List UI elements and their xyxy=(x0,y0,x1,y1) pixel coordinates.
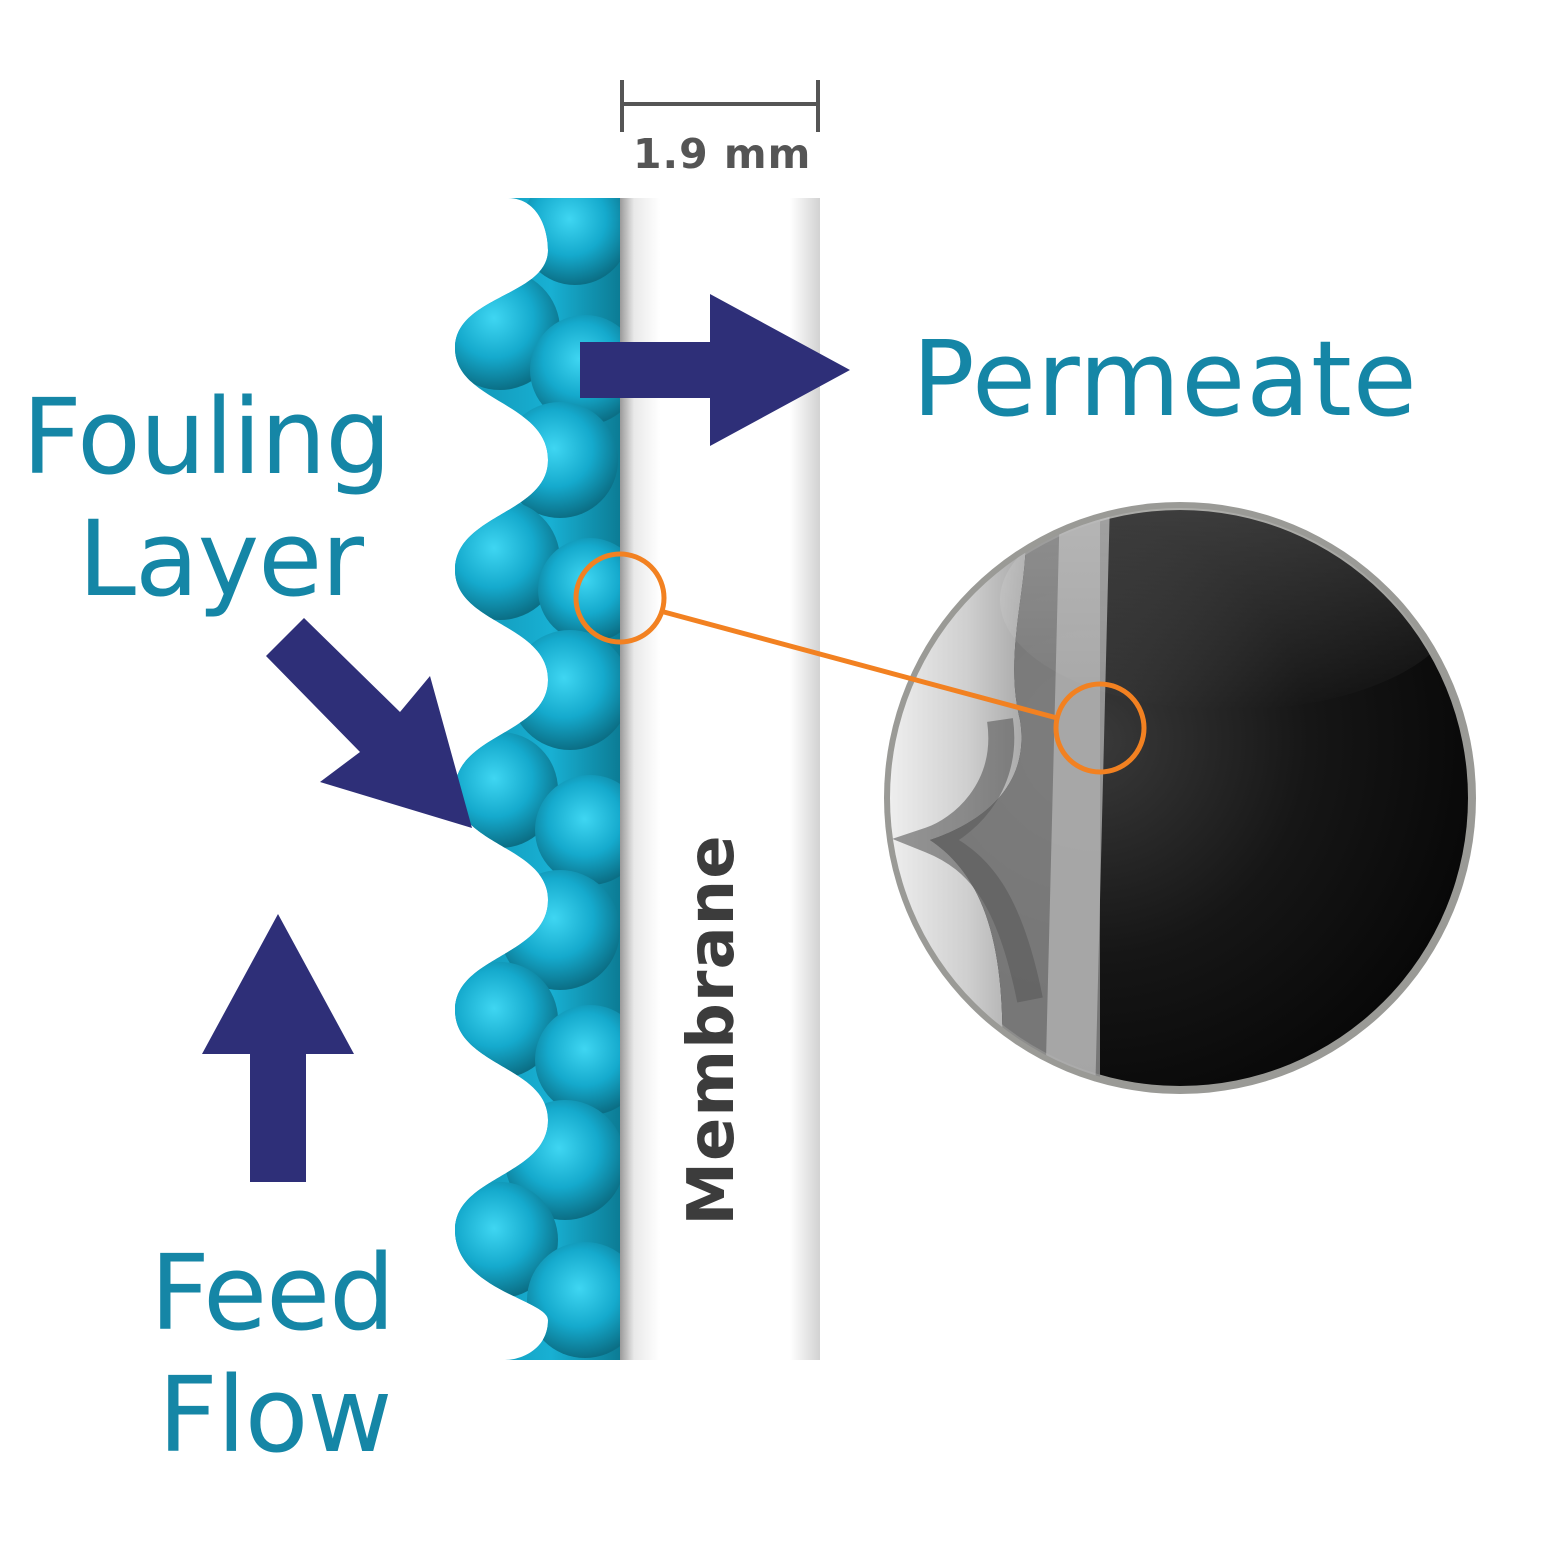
scale-bar xyxy=(620,80,820,132)
permeate-label: Permeate xyxy=(912,318,1418,440)
feed-label-line1: Feed xyxy=(150,1232,395,1354)
magnified-view xyxy=(884,502,1476,1094)
highlight-connector xyxy=(573,551,1147,775)
fouling-label-line1: Fouling xyxy=(22,376,391,498)
feed-label-line2: Flow xyxy=(158,1354,392,1476)
membrane-label: Membrane xyxy=(675,834,749,1226)
arrow-up-icon xyxy=(202,914,354,1182)
fouling-label-line2: Layer xyxy=(78,498,364,620)
scale-label: 1.9 mm xyxy=(633,130,812,178)
arrow-right-icon xyxy=(580,294,850,446)
arrow-down-right-icon xyxy=(266,618,472,828)
fouling-layer-label: Fouling Layer xyxy=(22,376,391,620)
feed-flow-label: Feed Flow xyxy=(150,1232,395,1476)
